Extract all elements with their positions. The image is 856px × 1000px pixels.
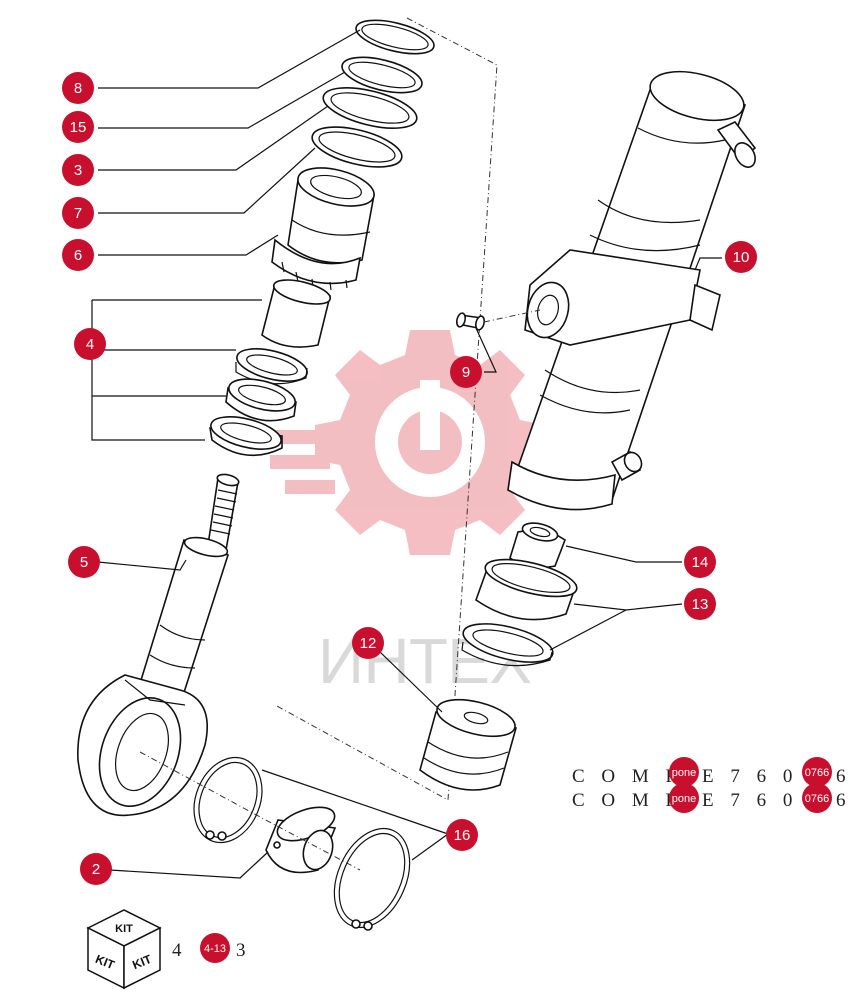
- part-ball-joint-2: [265, 806, 337, 874]
- svg-text:14: 14: [692, 554, 709, 571]
- svg-text:16: 16: [454, 827, 471, 844]
- svg-text:pone: pone: [672, 767, 696, 779]
- watermark-logo: [255, 330, 545, 555]
- part-piston-rod-5: [77, 473, 240, 817]
- svg-text:4: 4: [172, 940, 188, 961]
- callout-3: 3: [62, 154, 94, 186]
- part-bushing-4a: [261, 279, 332, 348]
- svg-text:KIT: KIT: [130, 952, 154, 972]
- part-piston-ring-13a: [475, 558, 578, 621]
- callout-8: 8: [62, 72, 94, 104]
- callout-5: 5: [68, 546, 100, 578]
- svg-text:4: 4: [86, 336, 94, 353]
- callout-13: 13: [684, 588, 716, 620]
- part-circlip-16a: [193, 756, 263, 844]
- part-nut-14: [509, 522, 566, 571]
- component-code-line-2: C O M P pone E 7 6 0 0766 6: [572, 783, 852, 813]
- svg-text:3: 3: [236, 940, 252, 961]
- svg-text:C O M P: C O M P: [572, 790, 682, 811]
- svg-text:15: 15: [70, 119, 87, 136]
- part-ring-7: [311, 126, 403, 168]
- svg-text:pone: pone: [672, 793, 696, 805]
- leader-lines: [91, 29, 722, 879]
- callout-6: 6: [62, 239, 94, 271]
- callout-4: 4: [74, 328, 106, 360]
- svg-text:4-13: 4-13: [204, 943, 226, 955]
- svg-text:0766: 0766: [805, 793, 829, 805]
- svg-text:13: 13: [692, 596, 709, 613]
- svg-text:9: 9: [462, 364, 470, 381]
- callout-15: 15: [62, 111, 94, 143]
- part-piston-12: [419, 698, 518, 791]
- svg-text:5: 5: [80, 554, 88, 571]
- kit-box-icon: KIT KIT KIT: [86, 909, 162, 990]
- svg-text:KIT: KIT: [115, 923, 133, 935]
- callout-12: 12: [352, 627, 384, 659]
- part-snap-ring-8: [355, 19, 435, 55]
- axis-line-ball-joint: [139, 751, 361, 871]
- part-circlip-16b: [333, 827, 411, 931]
- svg-text:8: 8: [74, 80, 82, 97]
- part-grease-nipple-9: [455, 312, 486, 331]
- svg-text:6: 6: [836, 790, 852, 811]
- part-wiper-4d: [209, 416, 283, 457]
- callout-10: 10: [725, 241, 757, 273]
- assembly-dashed-frame: [274, 17, 498, 801]
- callout-2: 2: [80, 853, 112, 885]
- svg-text:E 7 6 0: E 7 6 0: [702, 790, 798, 811]
- callout-9: 9: [450, 356, 482, 388]
- kit-reference: 4 4-13 3: [172, 933, 252, 963]
- part-gland-6: [271, 167, 375, 291]
- svg-text:6: 6: [836, 766, 852, 787]
- svg-text:3: 3: [74, 162, 82, 179]
- svg-text:7: 7: [74, 205, 82, 222]
- part-ring-15: [341, 56, 423, 94]
- part-seal-13b: [461, 623, 554, 667]
- part-ring-3: [322, 87, 418, 129]
- svg-text:6: 6: [74, 247, 82, 264]
- part-cylinder-barrel-10: [507, 70, 757, 511]
- svg-text:E 7 6 0: E 7 6 0: [702, 766, 798, 787]
- part-seal-4b: [235, 348, 308, 385]
- svg-text:C O M P: C O M P: [572, 766, 682, 787]
- part-seal-4c: [225, 378, 297, 422]
- svg-text:0766: 0766: [805, 767, 829, 779]
- svg-text:2: 2: [92, 861, 100, 878]
- callout-14: 14: [684, 546, 716, 578]
- axis-line-grease-nipple: [483, 309, 541, 323]
- callout-7: 7: [62, 197, 94, 229]
- svg-text:KIT: KIT: [93, 952, 117, 972]
- component-code-line-1: C O M P pone E 7 6 0 0766 6: [572, 757, 852, 787]
- svg-text:10: 10: [733, 249, 750, 266]
- svg-text:12: 12: [360, 635, 377, 652]
- callout-16: 16: [446, 819, 478, 851]
